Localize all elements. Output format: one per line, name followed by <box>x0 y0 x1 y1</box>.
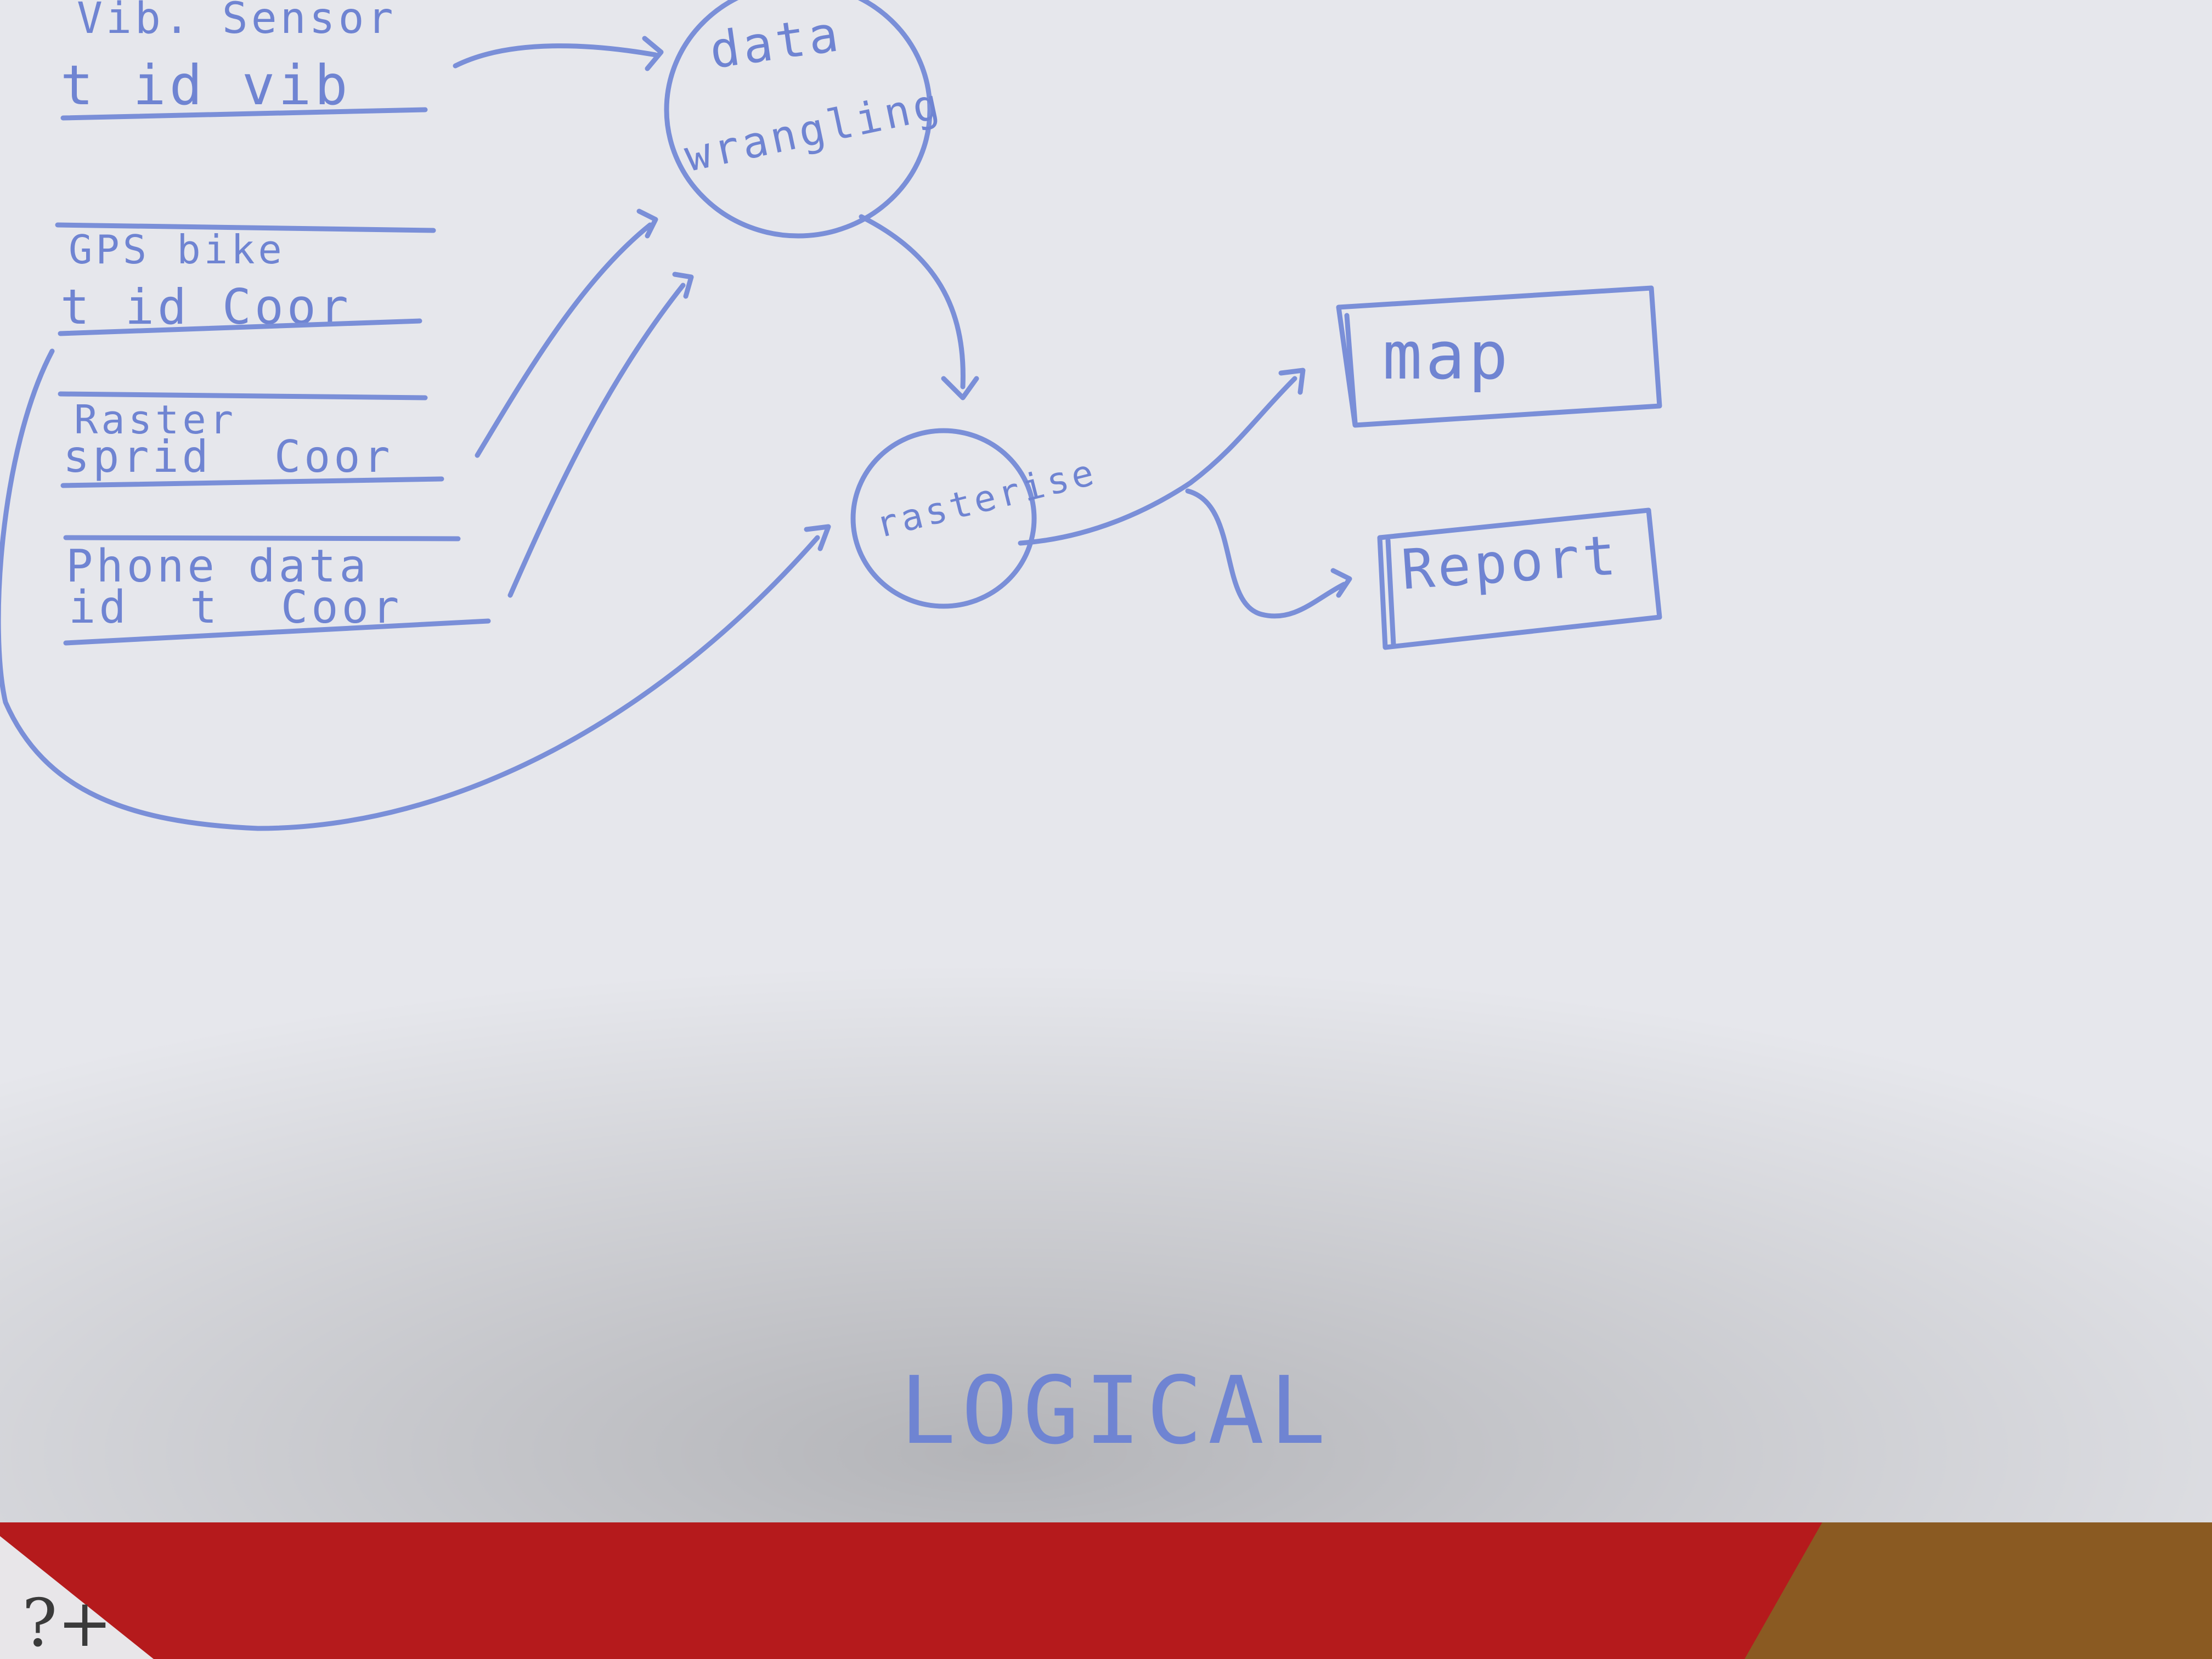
arrow-rasterise-to-map <box>1018 368 1306 546</box>
top-line <box>58 391 428 400</box>
output-map: map <box>1336 285 1662 428</box>
output-report: Report <box>1377 507 1662 650</box>
source-raster: Raster sprid Coor <box>58 391 444 488</box>
shadow-area <box>0 823 2212 1522</box>
arrow-rasterise-to-report <box>1185 488 1352 619</box>
report-label: Report <box>1399 523 1621 602</box>
arrow-vib-to-wrangling <box>453 36 664 71</box>
source-fields: t id vib <box>60 53 351 117</box>
table-edge <box>1701 1481 2212 1659</box>
underline <box>60 476 444 488</box>
source-fields: id t Coor <box>69 582 402 634</box>
arrow-wrangling-to-rasterise <box>859 214 979 400</box>
caption-logical: LOGICAL <box>900 1357 1331 1465</box>
source-fields: sprid Coor <box>63 431 393 482</box>
report-box <box>1377 507 1662 650</box>
source-title: Raster <box>74 397 236 443</box>
arrow-raster-to-wrangling <box>475 208 658 458</box>
source-vib-sensor: Vib. Sensor t id vib <box>60 0 428 121</box>
top-line <box>63 535 461 541</box>
map-box <box>1336 285 1662 428</box>
arrow-gps-to-rasterise <box>0 348 831 831</box>
map-label: map <box>1383 318 1511 394</box>
arrow-phone-to-wrangling <box>507 272 694 598</box>
rasterise-circle <box>850 428 1037 609</box>
underline <box>60 107 428 121</box>
wrangling-circle <box>664 0 933 239</box>
source-title: GPS bike <box>69 227 285 273</box>
corner-note: ?+ <box>22 1585 112 1659</box>
top-line <box>55 222 436 233</box>
source-gps-bike: GPS bike t id Coor <box>55 222 436 336</box>
source-title: Phone data <box>66 540 370 592</box>
red-surface <box>0 1498 1827 1659</box>
source-phone-data: Phone data id t Coor <box>63 535 491 646</box>
underline <box>58 318 422 336</box>
arrows <box>0 36 1352 831</box>
source-title: Vib. Sensor <box>77 0 397 43</box>
underline <box>63 618 491 646</box>
paper-corner <box>0 1536 154 1659</box>
